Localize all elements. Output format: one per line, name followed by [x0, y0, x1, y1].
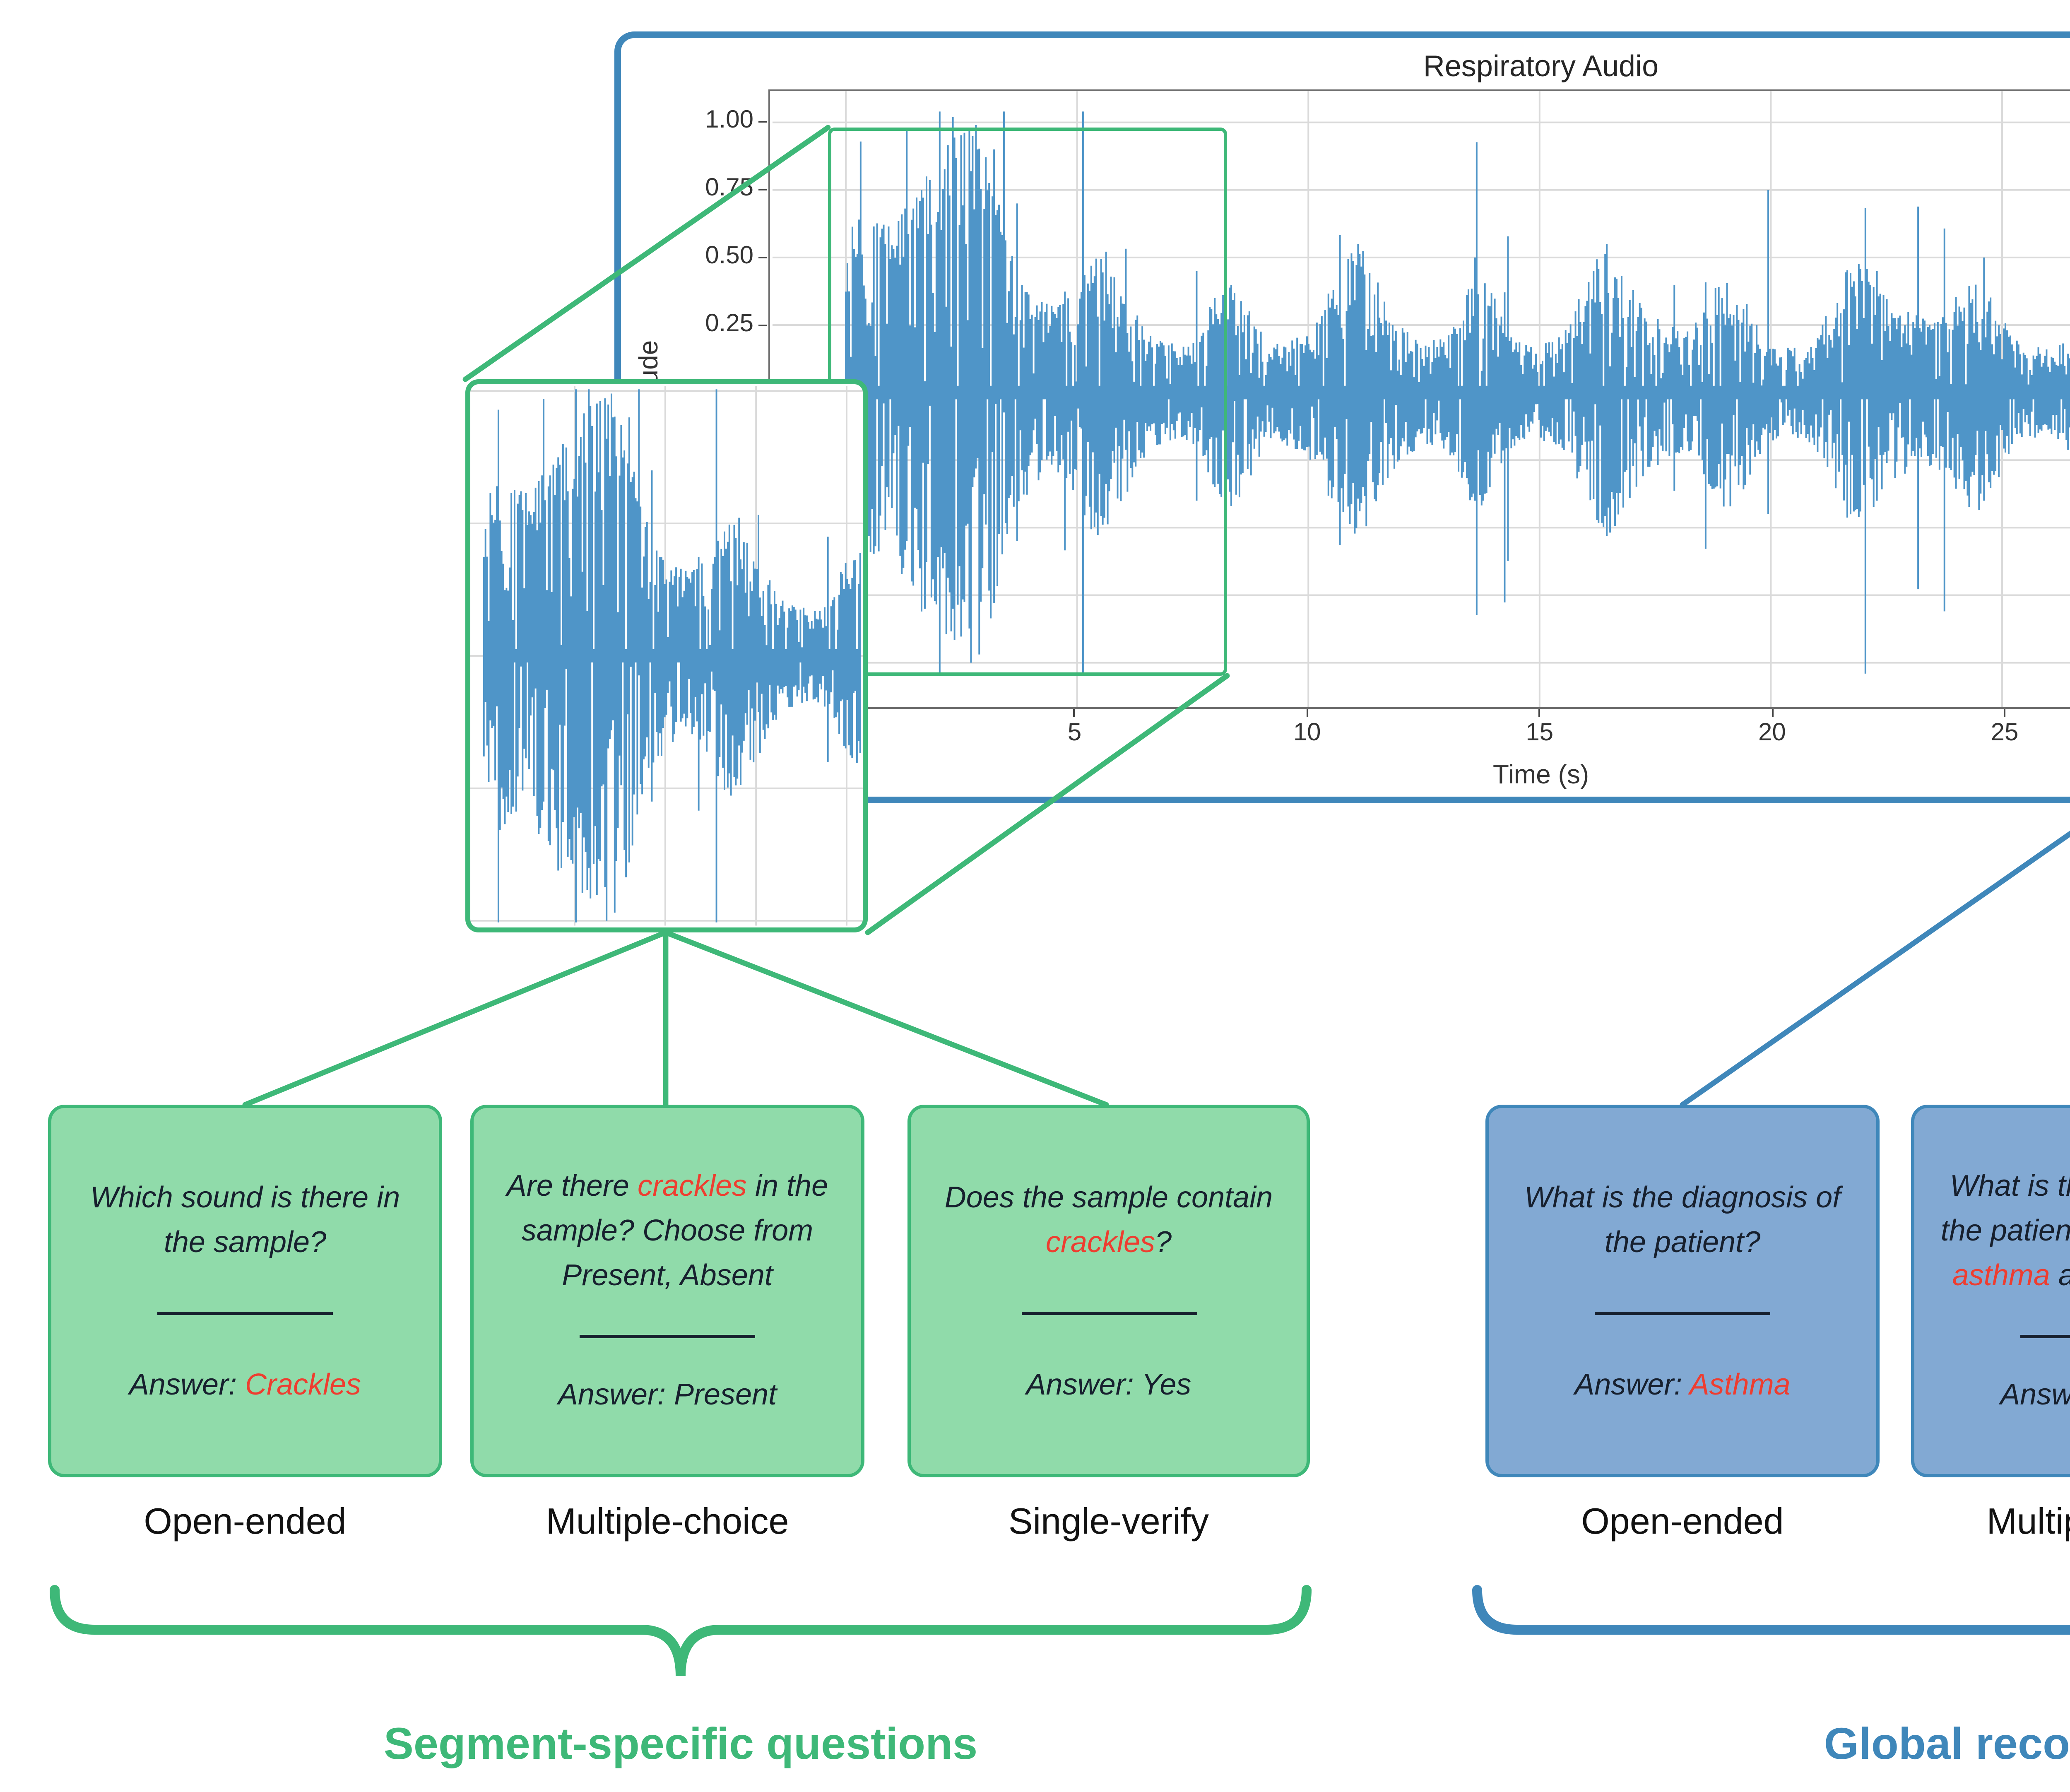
answer-text: Answer: Crackles — [129, 1362, 361, 1407]
text-run: Answer: — [1574, 1367, 1690, 1400]
card-type-label: Open-ended — [1581, 1501, 1784, 1542]
text-run: and pneumonia — [2050, 1258, 2070, 1291]
card-divider — [1595, 1312, 1770, 1315]
text-run: What is the diagnosis of the patient? — [1524, 1180, 1841, 1258]
question-card-segment-multiple-choice: Are there crackles in the sample? Choose… — [470, 1105, 864, 1477]
question-card-segment-single-verify: Does the sample contain crackles? Answer… — [907, 1105, 1310, 1477]
text-run: Answer: Asthma — [2000, 1378, 2070, 1411]
card-divider — [580, 1334, 755, 1337]
zoomed-waveform-trace — [483, 389, 861, 922]
text-run: Which sound is there in the sample? — [90, 1180, 400, 1258]
global-fan-line — [1680, 831, 2070, 1108]
x-tick-label: 5 — [1067, 719, 1082, 747]
highlight-word: Asthma — [1689, 1367, 1791, 1400]
zoom-region-rect — [828, 128, 1227, 676]
y-tick-mark — [758, 324, 767, 325]
global-brace — [1472, 1585, 2070, 1635]
y-tick-label: 0.50 — [705, 242, 753, 270]
card-divider — [1021, 1312, 1196, 1315]
highlight-word: crackles — [1045, 1225, 1155, 1258]
zoomed-segment-panel — [465, 379, 868, 932]
answer-text: Answer: Asthma — [2000, 1373, 2070, 1418]
x-tick-label: 10 — [1293, 719, 1321, 747]
answer-text: Answer: Asthma — [1574, 1362, 1791, 1407]
waveform-plot — [768, 89, 2070, 709]
y-tick-mark — [758, 120, 767, 122]
card-divider — [2020, 1334, 2070, 1337]
x-tick-label: 25 — [1991, 719, 2019, 747]
question-card-segment-open-ended: Which sound is there in the sample? Answ… — [48, 1105, 442, 1477]
x-tick-label: 20 — [1758, 719, 1786, 747]
plot-title: Respiratory Audio — [1423, 50, 1659, 83]
card-divider — [157, 1312, 333, 1315]
text-run: Answer: Present — [558, 1378, 777, 1411]
text-run: ? — [1155, 1225, 1172, 1258]
zoomed-waveform-svg — [470, 386, 863, 926]
x-tick-mark — [2004, 709, 2005, 717]
highlight-word: asthma — [1952, 1258, 2050, 1291]
question-card-global-multiple-choice: What is the diagnosis of the patient? Ch… — [1911, 1105, 2070, 1477]
question-text: What is the diagnosis of the patient? Ch… — [1938, 1164, 2070, 1298]
x-axis-label: Time (s) — [1492, 762, 1589, 790]
x-tick-mark — [1771, 709, 1773, 717]
question-text: Which sound is there in the sample? — [75, 1175, 416, 1265]
question-text: Are there crackles in the sample? Choose… — [497, 1164, 838, 1298]
y-tick-label: 1.00 — [705, 106, 753, 134]
card-type-label: Open-ended — [144, 1501, 347, 1542]
y-tick-mark — [758, 188, 767, 190]
segment-brace — [50, 1585, 1312, 1676]
card-type-label: Multiple-choice — [1986, 1501, 2070, 1542]
segment-fan-line — [663, 930, 1109, 1108]
global-group-title: Global recording questions — [1824, 1719, 2070, 1769]
text-run: Answer: — [129, 1367, 245, 1400]
segment-group-title: Segment-specific questions — [383, 1719, 978, 1769]
card-type-label: Multiple-choice — [546, 1501, 789, 1542]
answer-text: Answer: Yes — [1026, 1362, 1191, 1407]
text-run: Does the sample contain — [944, 1180, 1273, 1213]
x-tick-mark — [1074, 709, 1076, 717]
waveform-svg — [772, 91, 2070, 707]
x-tick-mark — [1306, 709, 1308, 717]
x-tick-mark — [1538, 709, 1540, 717]
text-run: What is the diagnosis of the patient? Ch… — [1940, 1169, 2070, 1247]
y-tick-mark — [758, 256, 767, 258]
highlight-word: Crackles — [245, 1367, 361, 1400]
answer-text: Answer: Present — [558, 1373, 777, 1418]
y-tick-label: 0.75 — [705, 174, 753, 202]
segment-fan-line — [242, 930, 669, 1108]
y-tick-label: 0.25 — [705, 310, 753, 338]
question-text: Does the sample contain crackles? — [934, 1175, 1283, 1265]
card-type-label: Single-verify — [1008, 1501, 1209, 1542]
text-run: Answer: Yes — [1026, 1367, 1191, 1400]
question-text: What is the diagnosis of the patient? — [1512, 1175, 1853, 1265]
text-run: in the sample? Choose from Present, Abse… — [521, 1169, 828, 1291]
x-tick-label: 15 — [1526, 719, 1554, 747]
text-run: Are there — [506, 1169, 638, 1202]
question-card-global-open-ended: What is the diagnosis of the patient? An… — [1485, 1105, 1880, 1477]
highlight-word: crackles — [637, 1169, 747, 1202]
